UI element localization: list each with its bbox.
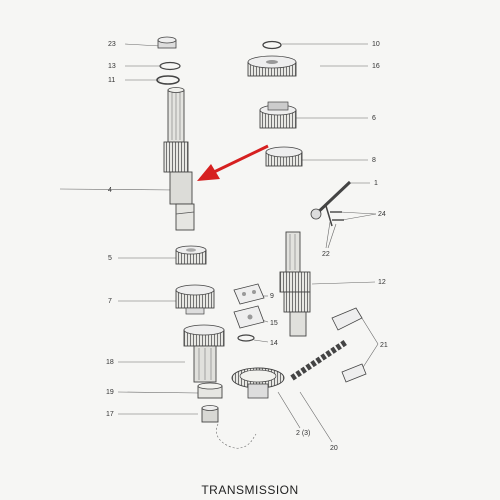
callout-15: 15 (270, 320, 278, 327)
callout-22: 22 (322, 251, 330, 258)
callout-5: 5 (108, 255, 112, 262)
callout-4: 4 (108, 187, 112, 194)
part-11-ring (156, 75, 180, 85)
part-17-bushing (201, 405, 219, 423)
part-2-sprocket (231, 367, 285, 399)
leader-lines (59, 43, 379, 449)
part-8-gear (265, 146, 303, 167)
callout-10: 10 (372, 41, 380, 48)
callout-8: 8 (372, 157, 376, 164)
callout-17: 17 (106, 411, 114, 418)
callout-21: 21 (380, 342, 388, 349)
callout-labels: 23 13 11 4 5 7 18 19 17 10 16 6 8 1 24 2… (106, 41, 388, 452)
callout-9: 9 (270, 293, 274, 300)
part-16-gear (247, 55, 297, 77)
callout-16: 16 (372, 63, 380, 70)
part-15-plate (233, 305, 265, 329)
part-1-shift-lever (310, 180, 352, 227)
red-pointer-arrow (197, 144, 269, 181)
part-13-washer (159, 61, 181, 71)
part-4-main-shaft (163, 87, 195, 231)
callout-13: 13 (108, 63, 116, 70)
callout-19: 19 (106, 389, 114, 396)
callout-11: 11 (108, 77, 115, 84)
part-12-shaft-assembly (279, 231, 311, 337)
part-19-spacer (197, 382, 223, 399)
callout-1: 1 (374, 180, 378, 187)
part-21-brackets (331, 307, 367, 383)
diagram-caption: TRANSMISSION (201, 483, 299, 497)
part-7-gear (175, 284, 215, 315)
part-5-gear (175, 245, 207, 265)
callout-18: 18 (106, 359, 114, 366)
callout-6: 6 (372, 115, 376, 122)
callout-24: 24 (378, 211, 386, 218)
part-6-gear-cluster (259, 101, 297, 129)
part-20-chain (290, 339, 348, 381)
part-23-nut (157, 36, 177, 49)
callout-12: 12 (378, 279, 386, 286)
callout-14: 14 (270, 340, 278, 347)
part-24-screws (330, 211, 344, 221)
callout-23: 23 (108, 41, 116, 48)
callout-20: 20 (330, 445, 338, 452)
part-9-plate (233, 283, 265, 305)
part-18-gear-cluster (183, 324, 225, 383)
part-10-washer (262, 40, 282, 50)
callout-7: 7 (108, 298, 112, 305)
callout-2-3: 2 (3) (296, 430, 310, 437)
part-14-washer (237, 334, 255, 342)
